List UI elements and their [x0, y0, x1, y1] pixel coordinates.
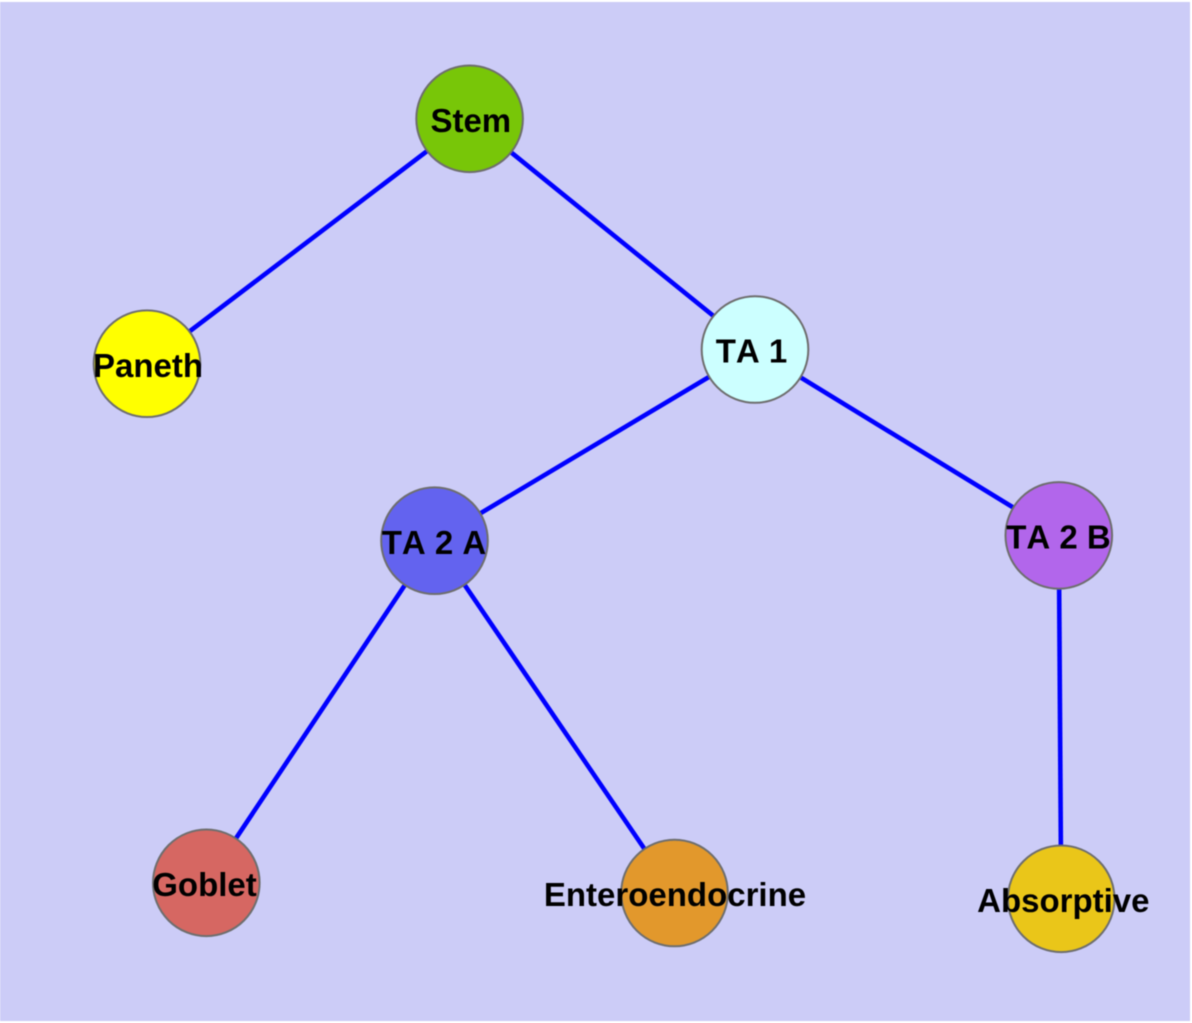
- svg-text:TA 2 B: TA 2 B: [1006, 519, 1111, 556]
- svg-text:Absorptive: Absorptive: [977, 882, 1149, 919]
- svg-text:Enteroendocrine: Enteroendocrine: [544, 876, 806, 913]
- svg-text:TA 1: TA 1: [716, 333, 788, 370]
- svg-text:Goblet: Goblet: [152, 866, 257, 903]
- svg-text:TA 2 A: TA 2 A: [382, 524, 487, 561]
- svg-text:Paneth: Paneth: [93, 347, 203, 384]
- svg-text:Stem: Stem: [430, 102, 511, 139]
